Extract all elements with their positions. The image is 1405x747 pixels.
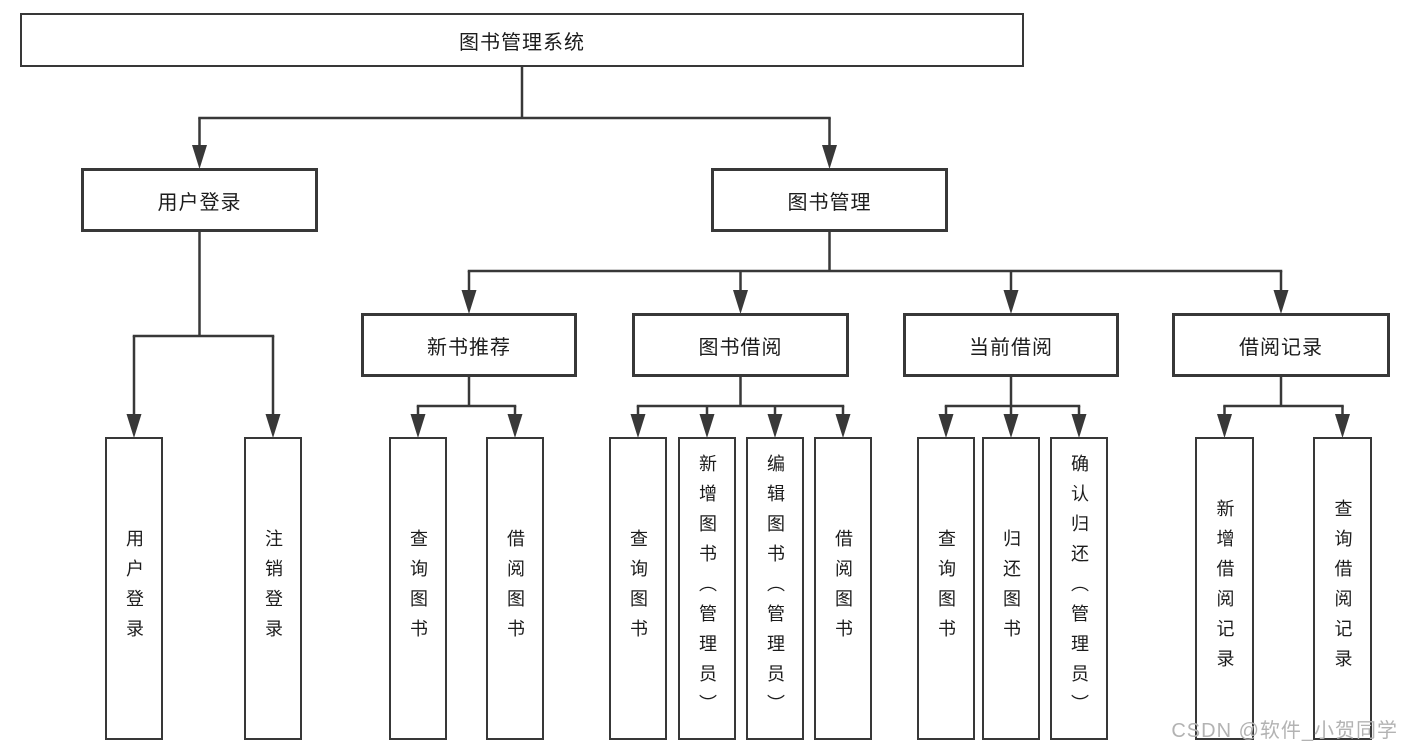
arrowhead-icon — [1335, 414, 1350, 438]
node-user-login: 用户登录 — [81, 168, 318, 232]
node-borrow-records: 借阅记录 — [1172, 313, 1390, 377]
node-label-logout-leaf: 注销登录 — [263, 528, 283, 649]
node-label-br-query: 查询借阅记录 — [1332, 498, 1353, 679]
node-cb-query: 查询图书 — [917, 437, 975, 740]
node-label-bb-borrow: 借阅图书 — [833, 528, 853, 649]
node-label-borrow-records: 借阅记录 — [1239, 336, 1323, 359]
node-label-book-mgmt: 图书管理 — [787, 191, 872, 214]
node-root: 图书管理系统 — [20, 13, 1024, 67]
arrowhead-icon — [507, 414, 523, 438]
arrowhead-icon — [938, 414, 954, 438]
node-cb-return: 归还图书 — [982, 437, 1040, 740]
node-label-nbr-borrow: 借阅图书 — [505, 528, 525, 649]
node-label-root: 图书管理系统 — [459, 31, 585, 54]
arrowhead-icon — [1071, 414, 1087, 438]
arrowhead-icon — [126, 414, 142, 438]
arrowhead-icon — [1217, 414, 1232, 438]
node-logout-leaf: 注销登录 — [244, 437, 302, 740]
node-new-book-rec: 新书推荐 — [361, 313, 577, 377]
node-bb-add: 新增图书（管理员） — [678, 437, 736, 740]
node-bb-query: 查询图书 — [609, 437, 667, 740]
arrowhead-icon — [1003, 414, 1019, 438]
node-label-bb-edit: 编辑图书（管理员） — [765, 453, 785, 724]
node-label-bb-query: 查询图书 — [628, 528, 648, 649]
node-nbr-borrow: 借阅图书 — [486, 437, 544, 740]
node-label-book-borrow: 图书借阅 — [698, 336, 783, 359]
node-book-mgmt: 图书管理 — [711, 168, 948, 232]
node-current-borrow: 当前借阅 — [903, 313, 1119, 377]
node-label-nbr-query: 查询图书 — [408, 528, 428, 649]
node-label-cb-confirm: 确认归还（管理员） — [1069, 453, 1089, 724]
arrowhead-icon — [410, 414, 426, 438]
node-label-cb-return: 归还图书 — [1001, 528, 1021, 649]
node-bb-edit: 编辑图书（管理员） — [746, 437, 804, 740]
node-book-borrow: 图书借阅 — [632, 313, 849, 377]
arrowhead-icon — [767, 414, 783, 438]
node-label-cb-query: 查询图书 — [936, 528, 956, 649]
watermark: CSDN @软件_小贺同学 — [1171, 720, 1398, 742]
node-nbr-query: 查询图书 — [389, 437, 447, 740]
arrowhead-icon — [835, 414, 851, 438]
node-label-current-borrow: 当前借阅 — [969, 336, 1053, 359]
node-label-new-book-rec: 新书推荐 — [427, 336, 511, 359]
node-label-user-login: 用户登录 — [157, 191, 242, 214]
node-cb-confirm: 确认归还（管理员） — [1050, 437, 1108, 740]
arrowhead-icon — [630, 414, 646, 438]
node-label-br-add: 新增借阅记录 — [1214, 498, 1235, 679]
arrowhead-icon — [192, 145, 207, 169]
arrowhead-icon — [1273, 290, 1289, 314]
node-label-login-leaf: 用户登录 — [124, 528, 144, 649]
arrowhead-icon — [461, 290, 477, 314]
arrowhead-icon — [822, 145, 837, 169]
node-bb-borrow: 借阅图书 — [814, 437, 872, 740]
node-br-query: 查询借阅记录 — [1313, 437, 1372, 740]
arrowhead-icon — [733, 290, 748, 314]
node-br-add: 新增借阅记录 — [1195, 437, 1254, 740]
node-login-leaf: 用户登录 — [105, 437, 163, 740]
node-label-bb-add: 新增图书（管理员） — [697, 453, 717, 724]
arrowhead-icon — [699, 414, 715, 438]
arrowhead-icon — [1003, 290, 1019, 314]
arrowhead-icon — [265, 414, 281, 438]
